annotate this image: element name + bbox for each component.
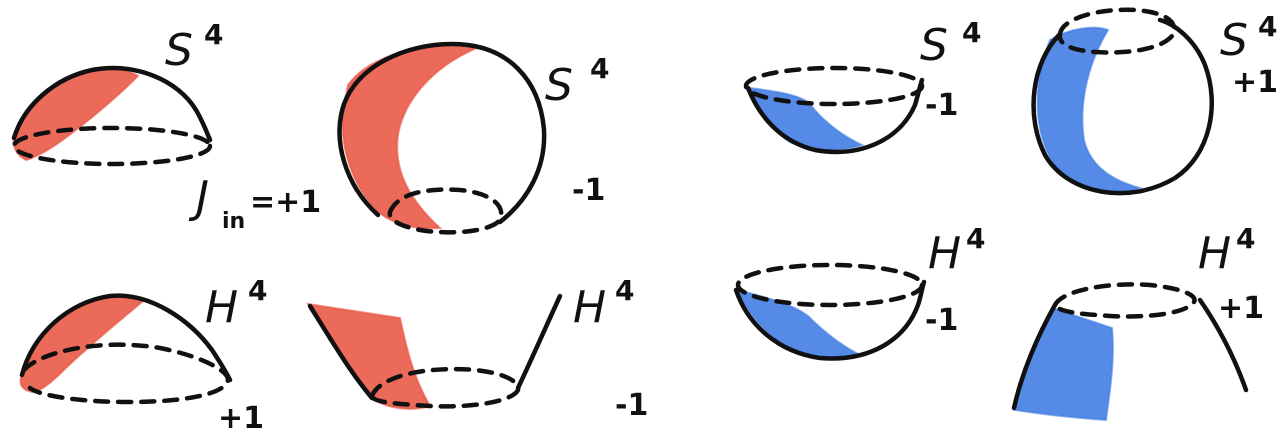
panel-red-cap-s4: S 4 xyxy=(11,18,223,167)
cone-left-edge xyxy=(307,303,375,401)
formula-sub: in xyxy=(222,209,245,234)
formula-main: J xyxy=(188,172,209,223)
space-label: H xyxy=(205,282,238,333)
blue-shaded-region xyxy=(1036,26,1144,194)
cone-right-edge xyxy=(1197,297,1249,393)
space-dim: 4 xyxy=(204,18,223,51)
space-label: S xyxy=(545,60,573,111)
space-dim: 4 xyxy=(1236,222,1255,255)
space-label: S xyxy=(165,25,193,76)
sign-label: -1 xyxy=(615,388,648,423)
cone-left-edge xyxy=(1011,302,1058,411)
sphere-base-ellipse xyxy=(387,187,504,235)
space-dim: 4 xyxy=(962,16,981,49)
sign-label: -1 xyxy=(925,88,958,123)
bowl-rim-ellipse xyxy=(743,65,925,107)
sign-label: -1 xyxy=(572,173,605,208)
bowl-rim-ellipse xyxy=(735,262,925,308)
space-dim: 4 xyxy=(248,274,267,307)
space-label: S xyxy=(1220,15,1248,66)
sphere-top-ellipse xyxy=(1057,7,1177,55)
space-label: H xyxy=(928,228,961,279)
panel-blue-cone-h4: H 4 +1 xyxy=(1011,222,1264,422)
space-dim: 4 xyxy=(590,52,609,85)
bowl-outline xyxy=(745,77,925,155)
sign-label: +1 xyxy=(1218,291,1264,326)
cap-outline xyxy=(19,293,233,383)
red-shaded-region xyxy=(12,67,140,162)
sign-label: +1 xyxy=(218,401,264,436)
bowl-outline xyxy=(733,279,927,361)
cone-top-ellipse xyxy=(1052,282,1197,319)
space-dim: 4 xyxy=(615,274,634,307)
sign-label: -1 xyxy=(925,303,958,338)
blue-shaded-region xyxy=(1013,306,1114,422)
formula-rest: =+1 xyxy=(250,185,321,220)
space-label: H xyxy=(1198,228,1231,279)
space-dim: 4 xyxy=(1258,10,1277,43)
cone-right-edge xyxy=(515,293,563,391)
panel-blue-bowl-h4: H 4 -1 xyxy=(733,222,985,361)
cap-base-ellipse xyxy=(21,342,231,405)
cap-base-ellipse xyxy=(11,125,213,167)
panel-red-cone-h4: H 4 -1 xyxy=(305,274,648,423)
panel-blue-bowl-s4: S 4 -1 xyxy=(743,16,981,155)
panel-red-ball-s4: S 4 -1 xyxy=(337,41,609,235)
sphere-outline xyxy=(337,41,547,225)
space-label: S xyxy=(920,20,948,71)
space-label: H xyxy=(573,282,606,333)
sphere-outline xyxy=(1031,17,1214,196)
formula: J in =+1 xyxy=(188,172,321,234)
sign-label: +1 xyxy=(1232,65,1278,100)
panel-red-cap-h4: H 4 +1 xyxy=(19,274,267,436)
cone-base-ellipse xyxy=(369,366,521,409)
space-dim: 4 xyxy=(966,222,985,255)
panel-blue-ball-s4: S 4 +1 xyxy=(1031,7,1278,196)
cap-outline xyxy=(11,65,213,143)
